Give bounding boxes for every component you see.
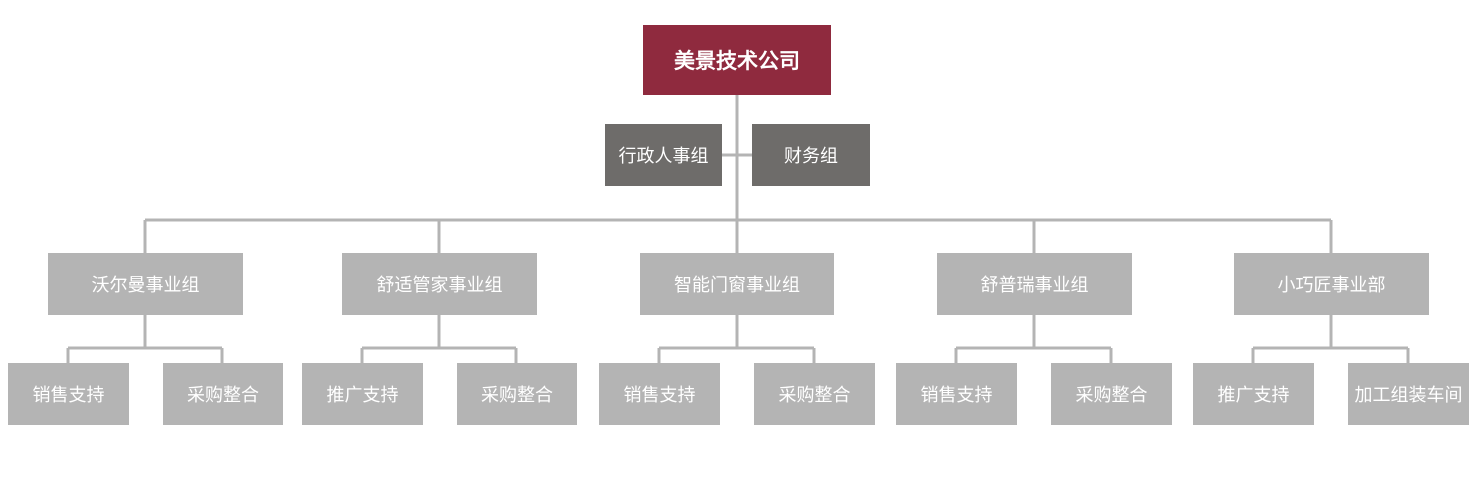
root-label: 美景技术公司 (674, 49, 800, 73)
dept-label: 小巧匠事业部 (1277, 275, 1386, 296)
team-label: 采购整合 (187, 385, 259, 406)
team-label: 销售支持 (32, 385, 105, 406)
team-node: 推广支持 (1193, 363, 1314, 425)
team-label: 采购整合 (1075, 385, 1148, 406)
team-node: 销售支持 (8, 363, 129, 425)
team-label: 采购整合 (778, 385, 851, 406)
root-node: 美景技术公司 (643, 25, 831, 95)
team-node: 销售支持 (896, 363, 1017, 425)
dept-label: 舒普瑞事业组 (980, 275, 1089, 296)
team-node: 采购整合 (754, 363, 875, 425)
team-label: 采购整合 (481, 385, 553, 406)
team-node: 加工组装车间 (1348, 363, 1469, 425)
dept-label: 舒适管家事业组 (376, 275, 503, 296)
dept-node: 智能门窗事业组 (640, 253, 834, 315)
team-label: 推广支持 (326, 385, 399, 406)
dept-label: 智能门窗事业组 (674, 275, 800, 296)
team-node: 销售支持 (599, 363, 720, 425)
staff-label: 财务组 (784, 146, 838, 167)
dept-label: 沃尔曼事业组 (91, 275, 200, 296)
staff-node-admin-hr: 行政人事组 (605, 124, 722, 186)
dept-node: 小巧匠事业部 (1234, 253, 1429, 315)
team-label: 加工组装车间 (1354, 385, 1463, 406)
staff-node-finance: 财务组 (752, 124, 870, 186)
team-node: 采购整合 (1051, 363, 1172, 425)
dept-node: 沃尔曼事业组 (48, 253, 243, 315)
team-node: 采购整合 (163, 363, 283, 425)
staff-label: 行政人事组 (618, 146, 709, 167)
team-label: 销售支持 (920, 385, 993, 406)
team-label: 销售支持 (623, 385, 696, 406)
team-node: 采购整合 (457, 363, 577, 425)
team-node: 推广支持 (302, 363, 423, 425)
dept-node: 舒普瑞事业组 (937, 253, 1132, 315)
team-label: 推广支持 (1217, 385, 1290, 406)
dept-node: 舒适管家事业组 (342, 253, 537, 315)
